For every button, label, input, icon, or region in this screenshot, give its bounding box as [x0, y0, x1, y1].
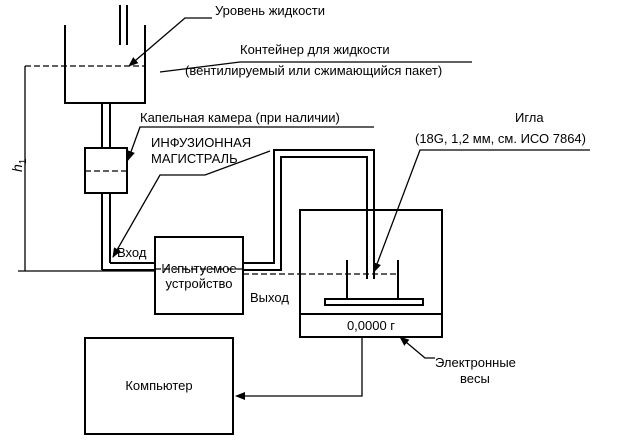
- label-liquid-level: Уровень жидкости: [215, 3, 325, 18]
- label-computer: Компьютер: [125, 378, 192, 393]
- liquid-container: [64, 25, 146, 104]
- label-infusion-line-2: МАГИСТРАЛЬ: [151, 151, 238, 166]
- data-connection: [235, 337, 363, 400]
- scale-reading: 0,0000 г: [347, 318, 395, 333]
- label-needle: Игла: [515, 110, 544, 125]
- label-inlet: Вход: [117, 245, 147, 260]
- label-outlet: Выход: [250, 290, 289, 305]
- label-scale-2: весы: [460, 371, 490, 386]
- label-drip-chamber: Капельная камера (при наличии): [140, 110, 340, 125]
- label-container-note: (вентилируемый или сжимающийся пакет): [185, 63, 442, 78]
- label-scale-1: Электронные: [435, 355, 516, 370]
- computer-box: [84, 337, 234, 435]
- outlet-tubing: [243, 156, 368, 279]
- label-infusion-line-1: ИНФУЗИОННАЯ: [151, 135, 251, 150]
- label-device-1: Испытуемое: [161, 261, 236, 276]
- label-needle-spec: (18G, 1,2 мм, см. ИСО 7864): [415, 131, 586, 146]
- label-height: h1: [9, 158, 29, 172]
- label-container: Контейнер для жидкости: [240, 42, 390, 57]
- weighing-pan: [324, 298, 424, 306]
- label-device-2: устройство: [166, 276, 233, 291]
- device-under-test: [154, 236, 244, 315]
